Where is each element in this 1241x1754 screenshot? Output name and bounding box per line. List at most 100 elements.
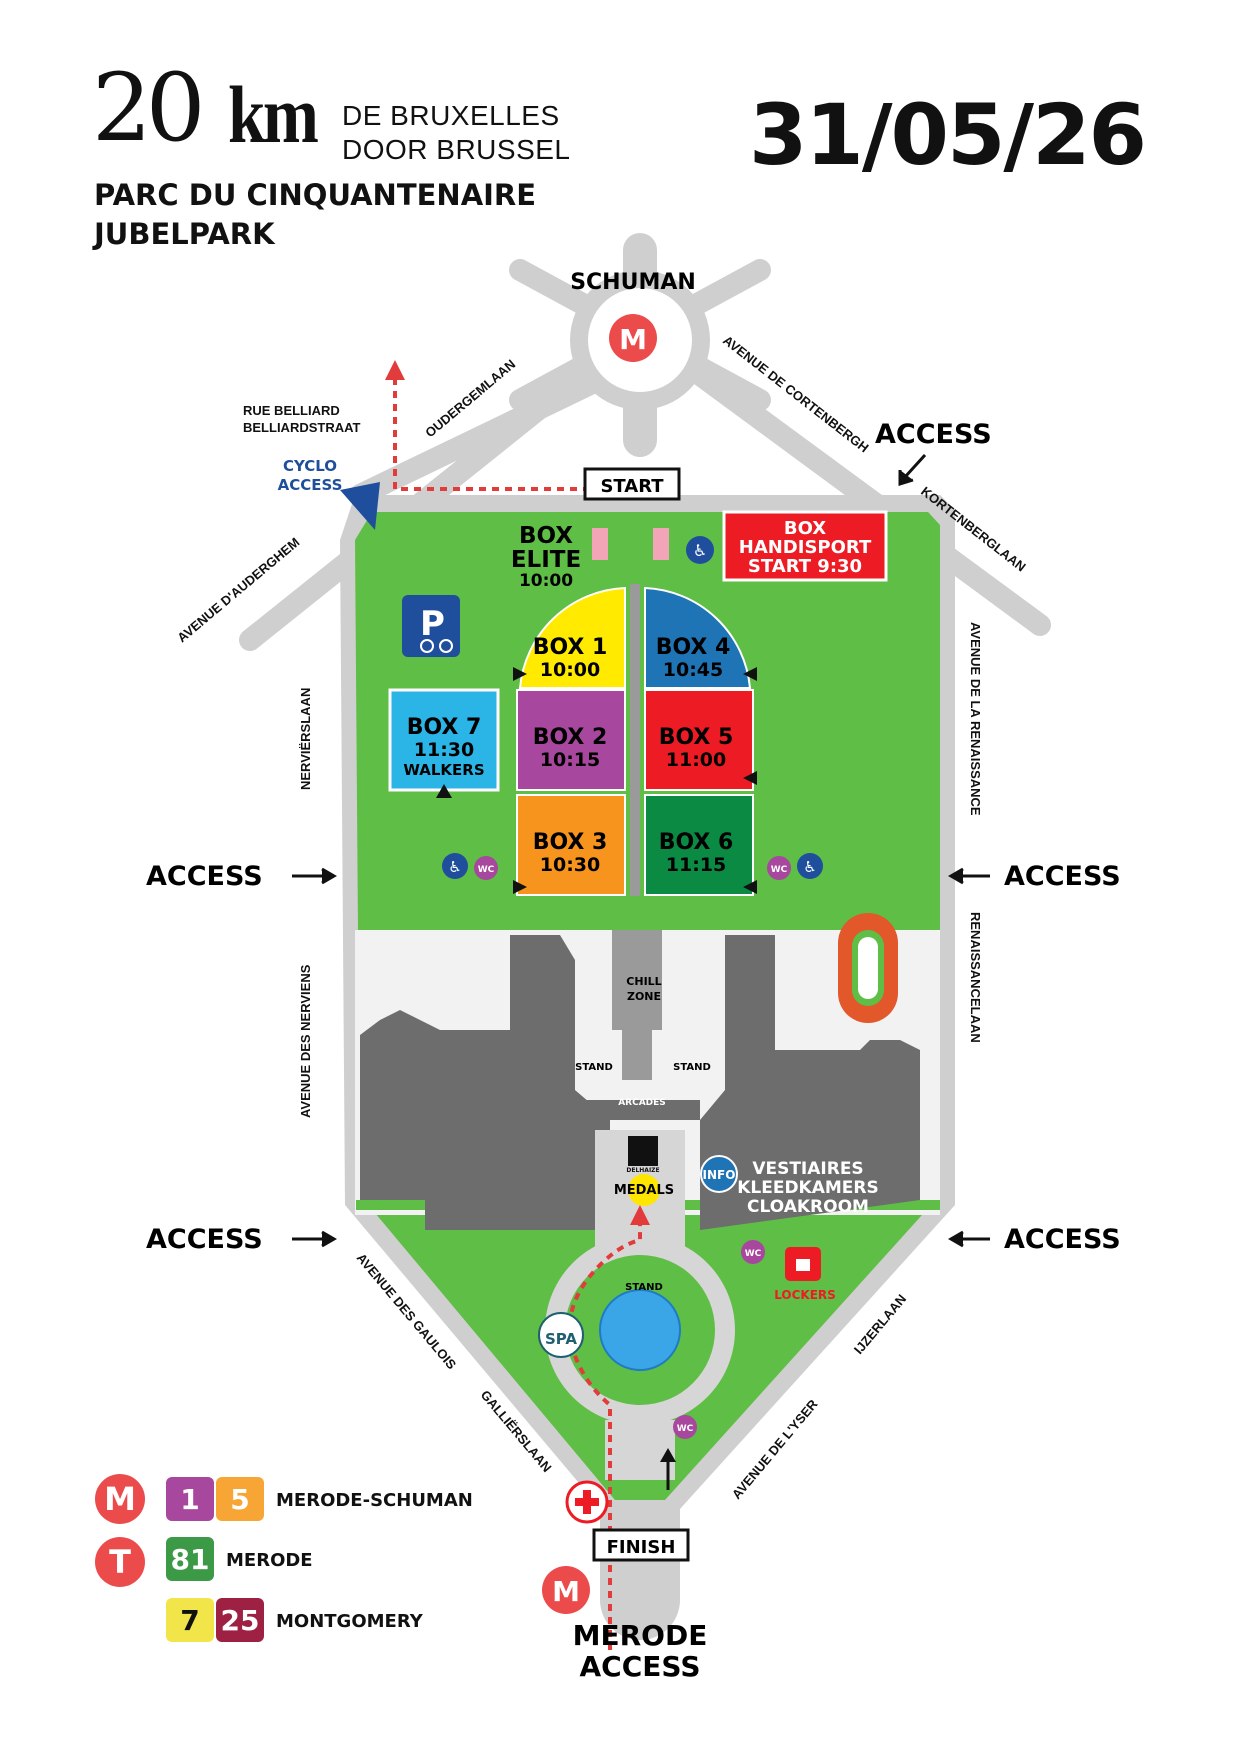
- box-1-name: BOX 1: [533, 635, 608, 660]
- spa-logo: [538, 1312, 584, 1358]
- box-handisport-line1: BOX: [784, 518, 826, 539]
- box-6-area: [644, 794, 754, 896]
- box-handisport-area: [722, 510, 888, 582]
- street-renaissancelaan: RENAISSANCELAAN: [968, 912, 983, 1043]
- box-4-area: [644, 586, 752, 689]
- parking-label: P: [420, 604, 445, 644]
- box-5-time: 11:00: [666, 749, 726, 771]
- arcades-label: ARCADES: [618, 1098, 666, 1108]
- fountain: [599, 1289, 681, 1371]
- metro-legend-icon: M: [95, 1474, 145, 1524]
- start-label-box: [583, 467, 681, 501]
- info-label: INFO: [703, 1168, 736, 1182]
- box-handisport-line3: START 9:30: [748, 556, 862, 577]
- park-name-fr: PARC DU CINQUANTENAIRE: [94, 178, 537, 212]
- cloakroom-line1: VESTIAIRES: [752, 1159, 863, 1179]
- medals-label: MEDALS: [614, 1183, 674, 1198]
- access-arrows: [292, 453, 990, 1248]
- tram-legend-icon: T: [95, 1537, 145, 1587]
- wc-icon: WC: [474, 856, 498, 880]
- box-5-name: BOX 5: [659, 725, 734, 750]
- svg-text:♿: ♿: [803, 859, 816, 876]
- box-elite-line1: BOX: [519, 523, 573, 549]
- box-handisport-line2: HANDISPORT: [739, 537, 872, 558]
- tram-line-chip: 81: [166, 1537, 214, 1581]
- street-nervierslaan: NERVIËRSLAAN: [298, 688, 313, 790]
- access-label-northeast: ACCESS: [875, 419, 992, 450]
- logo-line-nl: DOOR BRUSSEL: [342, 134, 571, 165]
- wc-icon: WC: [741, 1240, 765, 1264]
- delhaize-logo: [628, 1136, 658, 1166]
- wheelchair-icon: ♿: [686, 536, 714, 564]
- access-label-west-lower: ACCESS: [146, 1224, 263, 1255]
- race-route: [385, 360, 650, 1650]
- finish-label: FINISH: [607, 1537, 676, 1558]
- schuman-metro-icon: [609, 314, 657, 362]
- box-4-time: 10:45: [663, 659, 723, 681]
- stand-label-east: STAND: [673, 1062, 711, 1073]
- box-7-name: BOX 7: [407, 715, 482, 740]
- tram-line-chip: 25: [216, 1598, 264, 1642]
- box-1-time: 10:00: [540, 659, 600, 681]
- merode-metro-icon: [542, 1566, 590, 1614]
- street-avenue-renaissance: AVENUE DE LA RENAISSANCE: [968, 622, 983, 816]
- box-2-time: 10:15: [540, 749, 600, 771]
- start-label: START: [600, 476, 664, 497]
- box-elite-time: 10:00: [519, 571, 573, 591]
- chill-zone-structure: [612, 930, 662, 1080]
- medals-icon: [628, 1174, 660, 1206]
- cloakroom-line3: CLOAKROOM: [747, 1197, 869, 1217]
- running-track-icon: [838, 913, 898, 1023]
- svg-text:WC: WC: [478, 865, 495, 875]
- svg-text:WC: WC: [771, 865, 788, 875]
- box-elite-markers: [592, 528, 669, 560]
- wheelchair-icon: ♿: [442, 853, 468, 879]
- box-1-area: [518, 586, 626, 689]
- lockers-label: LOCKERS: [774, 1288, 836, 1302]
- box-3-name: BOX 3: [533, 830, 608, 855]
- finish-label-box: [592, 1528, 690, 1562]
- wheelchair-icon: ♿: [797, 853, 823, 879]
- access-label-east-lower: ACCESS: [1004, 1224, 1121, 1255]
- street-avenue-auderghem: AVENUE D'AUDERGHEM: [174, 534, 302, 645]
- cyclo-access-marker-icon: [340, 482, 380, 530]
- event-date: 31/05/26: [748, 86, 1147, 184]
- box-2-area: [516, 689, 626, 791]
- park-name-nl: JUBELPARK: [94, 217, 275, 251]
- street-avenue-nerviens: AVENUE DES NERVIENS: [298, 964, 313, 1118]
- svg-text:WC: WC: [677, 1424, 694, 1434]
- chill-zone-line1: CHILL: [626, 975, 661, 988]
- schuman-label: SCHUMAN: [570, 270, 696, 295]
- merode-metro-symbol: M: [552, 1575, 580, 1608]
- spa-label: SPA: [545, 1330, 577, 1348]
- box-2-name: BOX 2: [533, 725, 608, 750]
- metro-line-chip: 5: [216, 1477, 264, 1521]
- legend-montgomery: MONTGOMERY: [276, 1611, 423, 1632]
- chill-zone-line2: ZONE: [627, 990, 661, 1003]
- box-6-name: BOX 6: [659, 830, 734, 855]
- stand-label-roundabout: STAND: [625, 1282, 663, 1293]
- svg-text:WC: WC: [745, 1249, 762, 1259]
- cloakroom-line2: KLEEDKAMERS: [737, 1178, 879, 1198]
- box-3-area: [516, 794, 626, 896]
- box-entry-markers: [436, 667, 757, 894]
- logo-line-fr: DE BRUXELLES: [342, 100, 560, 131]
- box-3-time: 10:30: [540, 854, 600, 876]
- cyclo-access-line2: ACCESS: [278, 476, 343, 494]
- access-label-east-upper: ACCESS: [1004, 861, 1121, 892]
- box-7-area: [388, 688, 500, 792]
- schuman-metro-symbol: M: [619, 323, 647, 356]
- street-belliardstraat: BELLIARDSTRAAT: [243, 420, 361, 435]
- street-rue-belliard: RUE BELLIARD: [243, 403, 340, 418]
- access-label-west-upper: ACCESS: [146, 861, 263, 892]
- merode-access-line1: MERODE: [573, 1619, 708, 1652]
- svg-text:♿: ♿: [448, 859, 461, 876]
- merode-access-line2: ACCESS: [580, 1650, 701, 1683]
- parking-bike-icon: P: [402, 595, 460, 657]
- box-6-time: 11:15: [666, 854, 726, 876]
- box-7-time: 11:30: [414, 739, 474, 761]
- logo-number: 20: [92, 54, 206, 163]
- legend-merode: MERODE: [226, 1550, 313, 1571]
- box-7-sub: WALKERS: [403, 761, 484, 779]
